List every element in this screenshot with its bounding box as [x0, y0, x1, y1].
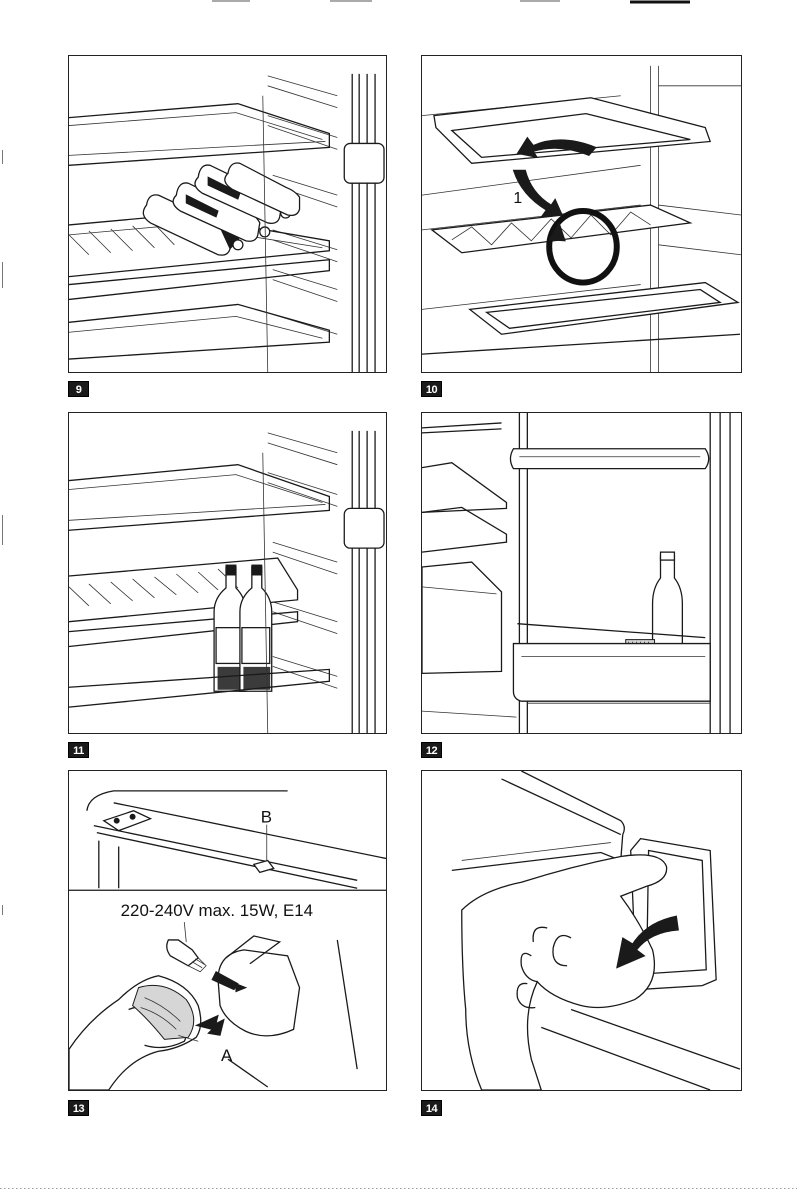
- wine-rack-bottles-lying-drawing: [69, 56, 386, 372]
- lamp-cover-removal-drawing: [422, 771, 741, 1090]
- bottom-dotted-rule: [0, 1188, 797, 1192]
- margin-mark: [2, 515, 3, 545]
- lamp-spec-text: 220-240V max. 15W, E14: [121, 901, 313, 920]
- figure-10-step-label: 1: [513, 190, 522, 207]
- figure-9-number: 9: [68, 381, 89, 397]
- margin-mark: [2, 905, 3, 915]
- figure-13-illustration: B 220-240V max. 15W, E14 A: [68, 770, 387, 1091]
- wine-rack-removal-drawing: 1: [422, 56, 741, 372]
- figure-14-number: 14: [421, 1100, 442, 1116]
- wine-rack-bottles-standing-drawing: [69, 413, 386, 733]
- callout-a: A: [221, 1046, 233, 1065]
- lamp-replacement-drawing: B 220-240V max. 15W, E14 A: [69, 771, 386, 1090]
- figure-12-illustration: [421, 412, 742, 734]
- figure-14-illustration: [421, 770, 742, 1091]
- figure-12-number: 12: [421, 742, 442, 758]
- top-header-marks: [0, 0, 797, 10]
- figure-9-illustration: [68, 55, 387, 373]
- margin-mark: [2, 150, 3, 164]
- callout-b: B: [261, 808, 272, 827]
- figure-10-number: 10: [421, 381, 442, 397]
- figure-11-illustration: [68, 412, 387, 734]
- figure-13-number: 13: [68, 1100, 89, 1116]
- figure-10-illustration: 1: [421, 55, 742, 373]
- figure-11-number: 11: [68, 742, 89, 758]
- door-bottle-rack-drawing: [422, 413, 741, 733]
- margin-mark: [2, 262, 3, 288]
